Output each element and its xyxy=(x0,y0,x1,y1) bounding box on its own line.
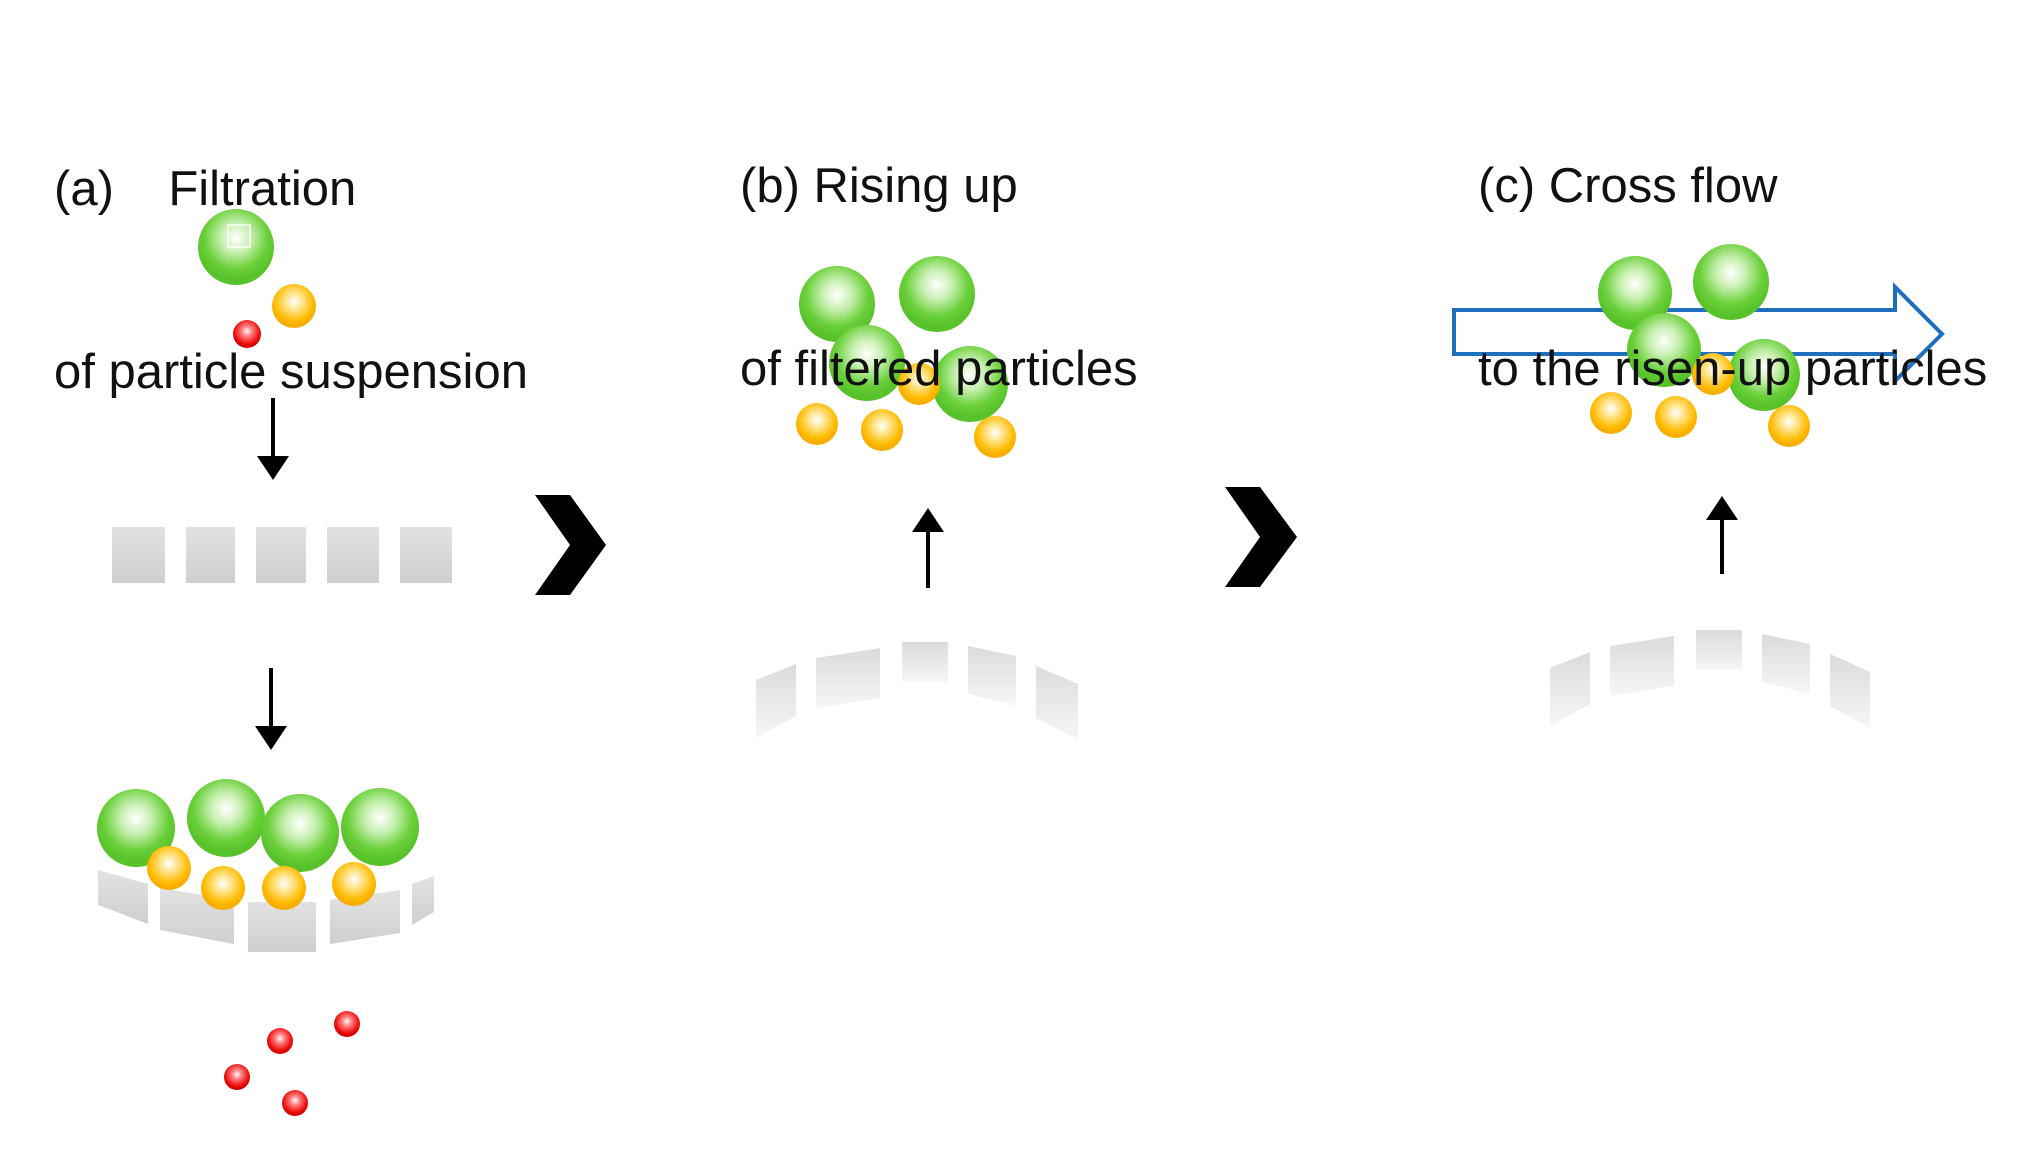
panel-b-title: (b) Rising up of filtered particles xyxy=(740,34,1138,461)
large-particle xyxy=(829,325,905,401)
large-particle xyxy=(187,779,265,857)
panel-a-title-line2: of particle suspension xyxy=(54,345,528,399)
medium-particle xyxy=(272,284,316,328)
panel-c xyxy=(1452,244,1945,728)
large-particle xyxy=(198,209,274,285)
panel-b xyxy=(756,256,1078,740)
panel-c-title: (c) Cross flow to the risen-up particles xyxy=(1478,34,1987,461)
large-particle xyxy=(1598,256,1672,330)
large-particle xyxy=(1693,244,1769,320)
small-particle xyxy=(224,1064,250,1090)
curved-filter-faded xyxy=(1550,630,1870,728)
small-particle xyxy=(334,1011,360,1037)
large-particle xyxy=(899,256,975,332)
large-particle xyxy=(341,788,419,866)
medium-particle xyxy=(974,416,1016,458)
panel-b-title-line2: of filtered particles xyxy=(740,342,1138,396)
small-particle xyxy=(267,1028,293,1054)
chevron-right-icon xyxy=(1225,487,1297,587)
large-particle xyxy=(1627,313,1701,387)
panel-a-title: (a) Filtration of particle suspension xyxy=(54,37,528,464)
panel-b-title-line1: (b) Rising up xyxy=(740,159,1018,213)
small-particle xyxy=(233,320,261,348)
panel-a-title-line1: (a) Filtration xyxy=(54,162,357,216)
large-particle xyxy=(1728,339,1800,411)
panel-c-title-line1: (c) Cross flow xyxy=(1478,159,1778,213)
filter-membrane xyxy=(112,527,452,583)
panel-c-title-line2: to the risen-up particles xyxy=(1478,342,1988,396)
medium-particle xyxy=(1768,405,1810,447)
medium-particle xyxy=(262,866,306,910)
arrow-right-outline-icon xyxy=(1452,282,1945,386)
medium-particle xyxy=(332,862,376,906)
medium-particle xyxy=(796,403,838,445)
small-particle xyxy=(282,1090,308,1116)
panel-a xyxy=(97,209,452,1116)
medium-particle xyxy=(1692,353,1734,395)
medium-particle xyxy=(147,846,191,890)
large-particle xyxy=(932,346,1008,422)
medium-particle xyxy=(201,866,245,910)
medium-particle xyxy=(861,409,903,451)
large-particle xyxy=(799,266,875,342)
medium-particle xyxy=(1655,396,1697,438)
large-particle xyxy=(97,789,175,867)
chevron-right-icon xyxy=(535,495,606,595)
curved-filter-faded xyxy=(756,642,1078,740)
curved-filter xyxy=(98,870,434,952)
large-particle xyxy=(261,794,339,872)
medium-particle xyxy=(898,363,940,405)
medium-particle xyxy=(1590,392,1632,434)
